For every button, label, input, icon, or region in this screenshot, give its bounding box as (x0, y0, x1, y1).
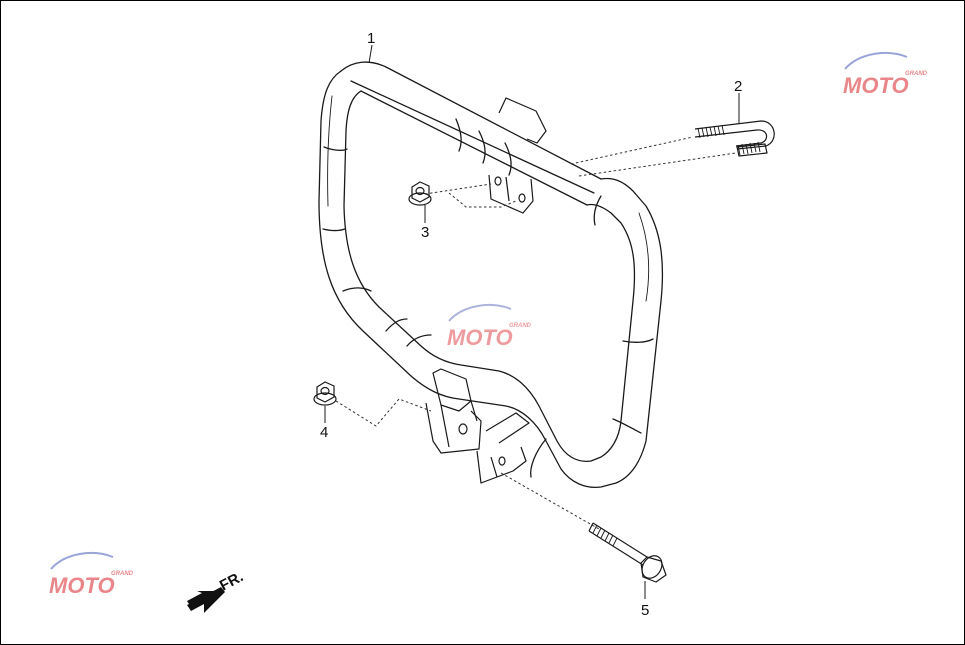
svg-text:MOTO: MOTO (843, 73, 909, 98)
callout-3: 3 (421, 224, 429, 241)
svg-text:GRAND: GRAND (905, 71, 928, 77)
front-direction-arrow: FR. (187, 568, 246, 613)
flange-nut-lower (313, 381, 337, 406)
svg-text:MOTO: MOTO (49, 573, 115, 598)
svg-text:GRAND: GRAND (509, 323, 532, 329)
callout-4: 4 (320, 424, 328, 441)
flange-nut-upper (408, 181, 432, 206)
assembly-lines (335, 136, 737, 530)
flange-bolt (588, 522, 667, 583)
svg-text:GRAND: GRAND (111, 571, 134, 577)
u-bolt (694, 120, 775, 157)
leader-lines (324, 44, 740, 599)
lower-bracket (425, 368, 530, 484)
callout-5: 5 (641, 602, 649, 619)
callout-2: 2 (734, 78, 742, 95)
watermark-center: MOTO GRAND (447, 304, 532, 350)
upper-bracket (488, 97, 547, 214)
watermark-bottom-left: MOTO GRAND (49, 552, 134, 598)
callout-1: 1 (367, 30, 375, 47)
watermark-top-right: MOTO GRAND (843, 52, 928, 98)
svg-text:MOTO: MOTO (447, 325, 513, 350)
crash-bar (318, 61, 664, 489)
